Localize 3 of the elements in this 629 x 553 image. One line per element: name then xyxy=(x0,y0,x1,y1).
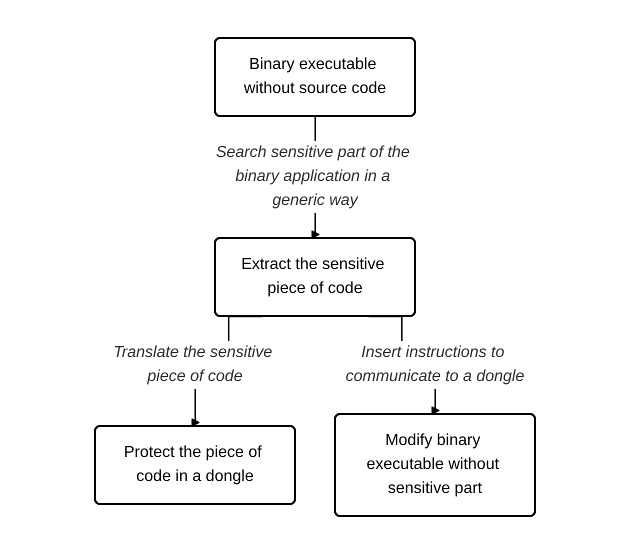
edge-label: Translate the sensitive piece of code xyxy=(112,344,272,384)
edge-label: Search sensitive part of the binary application in a generic way xyxy=(215,144,410,208)
edge-label: Insert instructions to communicate to a dongle xyxy=(345,344,524,384)
